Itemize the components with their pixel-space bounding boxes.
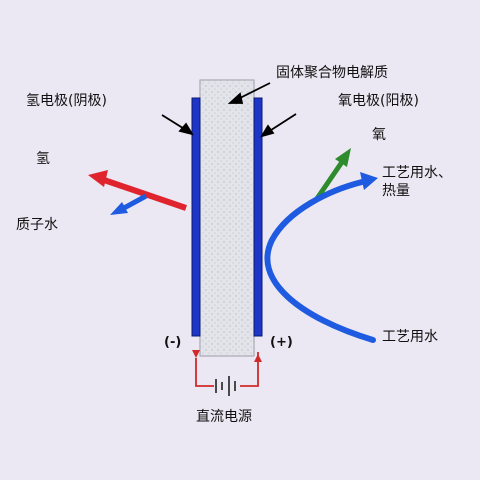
label-plus: (+) — [270, 335, 293, 350]
label-heat: 热量 — [382, 183, 410, 199]
label-oxygen: 氧 — [372, 127, 386, 143]
hydrogen-arrow — [88, 170, 187, 211]
dc-circuit — [195, 352, 259, 387]
label-process-water: 工艺用水 — [382, 329, 438, 345]
membrane-texture — [200, 80, 254, 356]
label-process-water-heat: 工艺用水、 — [382, 165, 452, 181]
label-hydrogen-electrode: 氢电极(阴极) — [26, 93, 107, 109]
oxygen-electrode-anode — [253, 97, 263, 337]
circuit-arrow-plus — [254, 354, 262, 362]
label-proton-water: 质子水 — [16, 217, 58, 233]
circuit-arrow-minus — [192, 350, 200, 358]
hydrogen-electrode-cathode — [191, 97, 201, 337]
label-electrolyte: 固体聚合物电解质 — [276, 65, 388, 81]
pointer-arrows — [161, 82, 297, 138]
oxygen-arrow — [313, 148, 351, 202]
label-oxygen-electrode: 氧电极(阳极) — [338, 93, 419, 109]
battery-icon — [215, 376, 236, 396]
label-dc-power: 直流电源 — [196, 409, 252, 425]
process-water-curve-arrow — [264, 172, 378, 343]
label-minus: (-) — [164, 335, 182, 350]
proton-water-arrow — [110, 193, 148, 215]
label-hydrogen: 氢 — [36, 151, 50, 167]
